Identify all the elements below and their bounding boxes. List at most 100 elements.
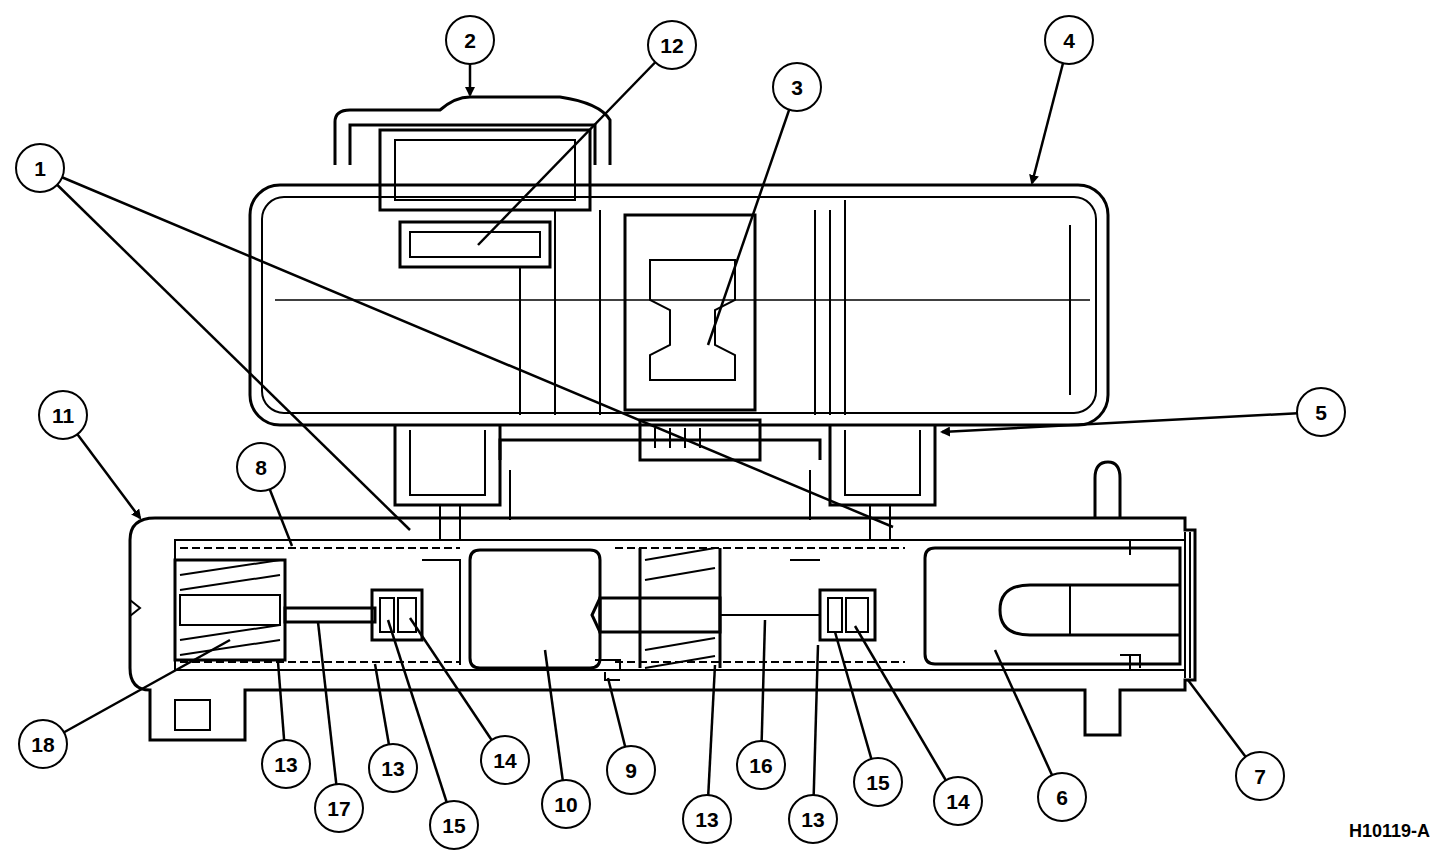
primary-piston [1120, 655, 1140, 668]
callout-number: 17 [314, 783, 364, 833]
callout-text: 1 [34, 158, 46, 179]
callout-text: 8 [255, 457, 267, 478]
reservoir [275, 299, 1090, 301]
cylinder-body [1095, 462, 1120, 518]
reservoir-cap [410, 232, 540, 257]
piston-seals [380, 598, 394, 632]
callout-number: 18 [18, 719, 68, 769]
piston-seals [820, 590, 875, 640]
leader-line [43, 640, 230, 744]
leader-line [40, 40, 1321, 825]
reservoir [625, 215, 755, 410]
reservoir [250, 185, 1108, 425]
leader-line [478, 45, 672, 245]
callout-number: 10 [541, 779, 591, 829]
reservoir-ports [845, 430, 920, 495]
cylinder-body [130, 600, 140, 616]
callout-number: 9 [606, 745, 656, 795]
callout-text: 5 [1315, 402, 1327, 423]
reservoir-ports [440, 505, 890, 540]
piston-seals [422, 560, 820, 665]
piston-seals [372, 560, 875, 665]
callout-text: 14 [946, 791, 969, 812]
reservoir [654, 428, 656, 448]
reservoir [829, 210, 831, 415]
figure-code: H10119-A [1349, 821, 1430, 842]
callout-number: 3 [772, 62, 822, 112]
cylinder-body [1105, 540, 1130, 670]
cylinder-body [130, 462, 1195, 740]
callout-text: 10 [554, 794, 577, 815]
spring [640, 548, 720, 668]
secondary-piston [595, 660, 620, 680]
reservoir [669, 428, 671, 448]
leader-line [855, 626, 958, 801]
primary-piston [1000, 585, 1180, 635]
callout-number: 2 [445, 15, 495, 65]
callout-text: 15 [866, 772, 889, 793]
callout-number: 13 [788, 794, 838, 844]
piston-rods [600, 598, 720, 632]
piston-seals [372, 590, 422, 640]
leader-line [388, 620, 454, 825]
piston-seals [846, 598, 868, 632]
reservoir-cap [395, 140, 575, 200]
callout-number: 7 [1235, 751, 1285, 801]
leader-line [40, 168, 410, 530]
reservoir [814, 210, 816, 415]
callout-number: 5 [1296, 387, 1346, 437]
reservoir-ports [395, 425, 935, 540]
callout-number: 14 [933, 776, 983, 826]
primary-piston [1069, 585, 1071, 635]
reservoir-ports [510, 470, 810, 520]
callout-text: 13 [381, 758, 404, 779]
spring [645, 548, 715, 668]
callout-number: 4 [1044, 15, 1094, 65]
reservoir [519, 267, 521, 415]
callout-text: 6 [1056, 787, 1068, 808]
piston-seals [398, 598, 416, 632]
spring [175, 560, 285, 660]
cylinder-body [130, 518, 1195, 740]
reservoir [262, 197, 1096, 413]
leader-line [708, 87, 797, 345]
reservoir-ports [410, 430, 485, 495]
callout-number: 15 [853, 757, 903, 807]
reservoir [250, 185, 1108, 460]
callout-number: 6 [1037, 772, 1087, 822]
callout-number: 15 [429, 800, 479, 850]
primary-piston [925, 548, 1180, 668]
leader-line [942, 412, 1321, 432]
secondary-piston [470, 550, 620, 680]
leader-line [318, 622, 339, 808]
callout-text: 17 [327, 798, 350, 819]
callout-number: 8 [236, 442, 286, 492]
spring [175, 548, 720, 668]
primary-piston [925, 548, 1180, 664]
callout-text: 7 [1254, 766, 1266, 787]
callout-text: 13 [274, 754, 297, 775]
reservoir [599, 210, 601, 415]
cylinder-body [1185, 532, 1190, 678]
bore-sleeve [180, 547, 460, 549]
callout-text: 14 [493, 750, 516, 771]
callout-text: 4 [1063, 30, 1075, 51]
callout-text: 11 [52, 405, 74, 426]
leader-line [40, 168, 893, 527]
reservoir-ports [830, 425, 935, 505]
reservoir [844, 200, 846, 415]
reservoir-cap [335, 97, 610, 267]
callout-text: 9 [625, 760, 637, 781]
spring [180, 595, 280, 625]
reservoir [650, 260, 735, 380]
piston-seals [828, 598, 842, 632]
piston-rods [720, 614, 820, 616]
piston-rods [285, 598, 820, 632]
reservoir-ports [500, 440, 820, 460]
callout-number: 13 [368, 743, 418, 793]
callout-number: 13 [682, 794, 732, 844]
piston-rods [285, 608, 375, 622]
callout-text: 12 [660, 35, 683, 56]
reservoir [1069, 225, 1071, 395]
callout-number: 1 [15, 143, 65, 193]
